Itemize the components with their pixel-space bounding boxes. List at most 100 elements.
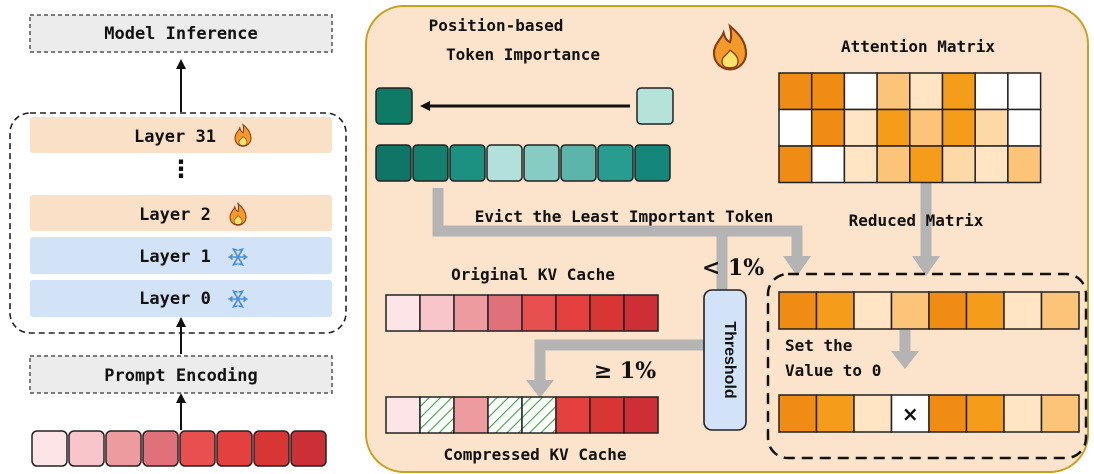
layer-0-box [30, 280, 332, 317]
original-kv-cell-5 [555, 294, 591, 332]
set-value-line2: Value to 0 [785, 361, 881, 380]
attention-cell-r2-2 [843, 145, 878, 184]
threshold-box [703, 289, 747, 431]
model-inference-box [29, 14, 333, 53]
attention-cell-r1-7 [1007, 108, 1042, 147]
set-value-line1: Set the [785, 336, 852, 355]
prompt-token-2 [105, 430, 142, 467]
attention-cell-r2-5 [941, 145, 976, 184]
attention-title: Attention Matrix [841, 37, 995, 56]
prompt-token-5 [216, 430, 253, 467]
original-kv-cell-4 [521, 294, 557, 332]
layer-2-label: Layer 2 [139, 205, 211, 225]
attention-cell-r2-1 [810, 145, 846, 184]
grey-flow-arrows [432, 183, 932, 382]
reduced-cell-6 [1003, 291, 1043, 330]
attention-cell-r1-5 [941, 108, 976, 147]
importance-token-3 [486, 144, 523, 182]
prompt-token-6 [253, 430, 290, 467]
layer-1-box [30, 237, 332, 274]
left-column: Model Inference Layer 31 ⋮ Layer 2 Layer… [9, 14, 347, 467]
layer-31-box [30, 117, 332, 153]
attention-cell-r2-7 [1007, 145, 1042, 184]
prompt-token-0 [31, 430, 68, 467]
attention-cell-r2-6 [974, 145, 1009, 184]
original-kv-cell-6 [589, 294, 625, 332]
layer-0-label: Layer 0 [139, 289, 211, 309]
position-title-line1: Position-based [429, 16, 564, 35]
layer-31-label: Layer 31 [134, 127, 216, 147]
compressed-kv-cell-0 [385, 396, 421, 434]
prompt-token-1 [68, 430, 105, 467]
prompt-encoding-label: Prompt Encoding [104, 366, 258, 386]
attention-cell-r1-6 [974, 108, 1009, 147]
kv-panel: Position-based Token Importance Evict th… [365, 5, 1089, 473]
compressed-kv-cell-1 [419, 396, 455, 434]
original-kv-label: Original KV Cache [451, 265, 615, 284]
importance-token-2 [449, 144, 486, 182]
attention-cell-r2-0 [778, 145, 813, 184]
attention-matrix [778, 72, 1042, 184]
importance-token-4 [523, 144, 560, 182]
zeroed-cell-1 [815, 394, 855, 433]
prompt-token-4 [179, 430, 216, 467]
reduced-cell-2 [853, 291, 893, 330]
original-kv-cell-1 [419, 294, 455, 332]
attention-cell-r0-7 [1007, 72, 1042, 111]
attention-cell-r1-2 [843, 108, 878, 147]
reduced-cell-0 [778, 291, 818, 330]
attention-cell-r2-3 [876, 145, 911, 184]
compressed-kv-cell-2 [453, 396, 489, 434]
threshold-label: Threshold [721, 321, 738, 398]
layer-2-box [30, 195, 332, 231]
token-least-important [636, 87, 674, 125]
reduced-cell-3 [890, 291, 930, 330]
original-kv-cell-2 [453, 294, 489, 332]
reduced-matrix-row [778, 291, 1080, 330]
zeroed-mark: × [902, 402, 919, 426]
zeroed-cell-3 [890, 394, 930, 433]
attention-cell-r1-4 [909, 108, 944, 147]
compressed-kv-label: Compressed KV Cache [443, 445, 626, 464]
attention-cell-r1-3 [876, 108, 911, 147]
reduced-cell-1 [815, 291, 855, 330]
token-most-important [375, 87, 413, 125]
compressed-kv-cell-6 [589, 396, 625, 434]
compressed-kv-cell-5 [555, 396, 591, 434]
attention-cell-r0-1 [810, 72, 846, 111]
attention-cell-r0-0 [778, 72, 813, 111]
layer-1-label: Layer 1 [139, 247, 211, 267]
evict-label: Evict the Least Important Token [475, 207, 774, 226]
prompt-encoding-box [29, 355, 333, 394]
zeroed-cell-7 [1040, 394, 1080, 433]
compressed-kv-cache-row [385, 396, 659, 434]
original-kv-cell-0 [385, 294, 421, 332]
original-kv-cell-3 [487, 294, 523, 332]
reduced-section-frame [766, 272, 1088, 460]
attention-cell-r1-1 [810, 108, 846, 147]
zeroed-cell-2 [853, 394, 893, 433]
reduced-cell-7 [1040, 291, 1080, 330]
attention-cell-r0-5 [941, 72, 976, 111]
prompt-token-row [31, 430, 327, 467]
less-than-label: < 1% [702, 255, 764, 281]
zeroed-cell-5 [965, 394, 1005, 433]
attention-cell-r0-3 [876, 72, 911, 111]
importance-token-7 [634, 144, 671, 182]
importance-token-0 [375, 144, 412, 182]
prompt-token-7 [290, 430, 327, 467]
zeroed-cell-6 [1003, 394, 1043, 433]
zeroed-cell-0 [778, 394, 818, 433]
importance-token-1 [412, 144, 449, 182]
reduced-cell-5 [965, 291, 1005, 330]
compressed-kv-cell-3 [487, 396, 523, 434]
ellipsis-label: ⋮ [169, 155, 193, 183]
original-kv-cell-7 [623, 294, 659, 332]
model-inference-label: Model Inference [104, 24, 258, 44]
compressed-kv-cell-7 [623, 396, 659, 434]
compressed-kv-cell-4 [521, 396, 557, 434]
attention-cell-r2-4 [909, 145, 944, 184]
attention-cell-r0-2 [843, 72, 878, 111]
layers-group [9, 112, 347, 334]
